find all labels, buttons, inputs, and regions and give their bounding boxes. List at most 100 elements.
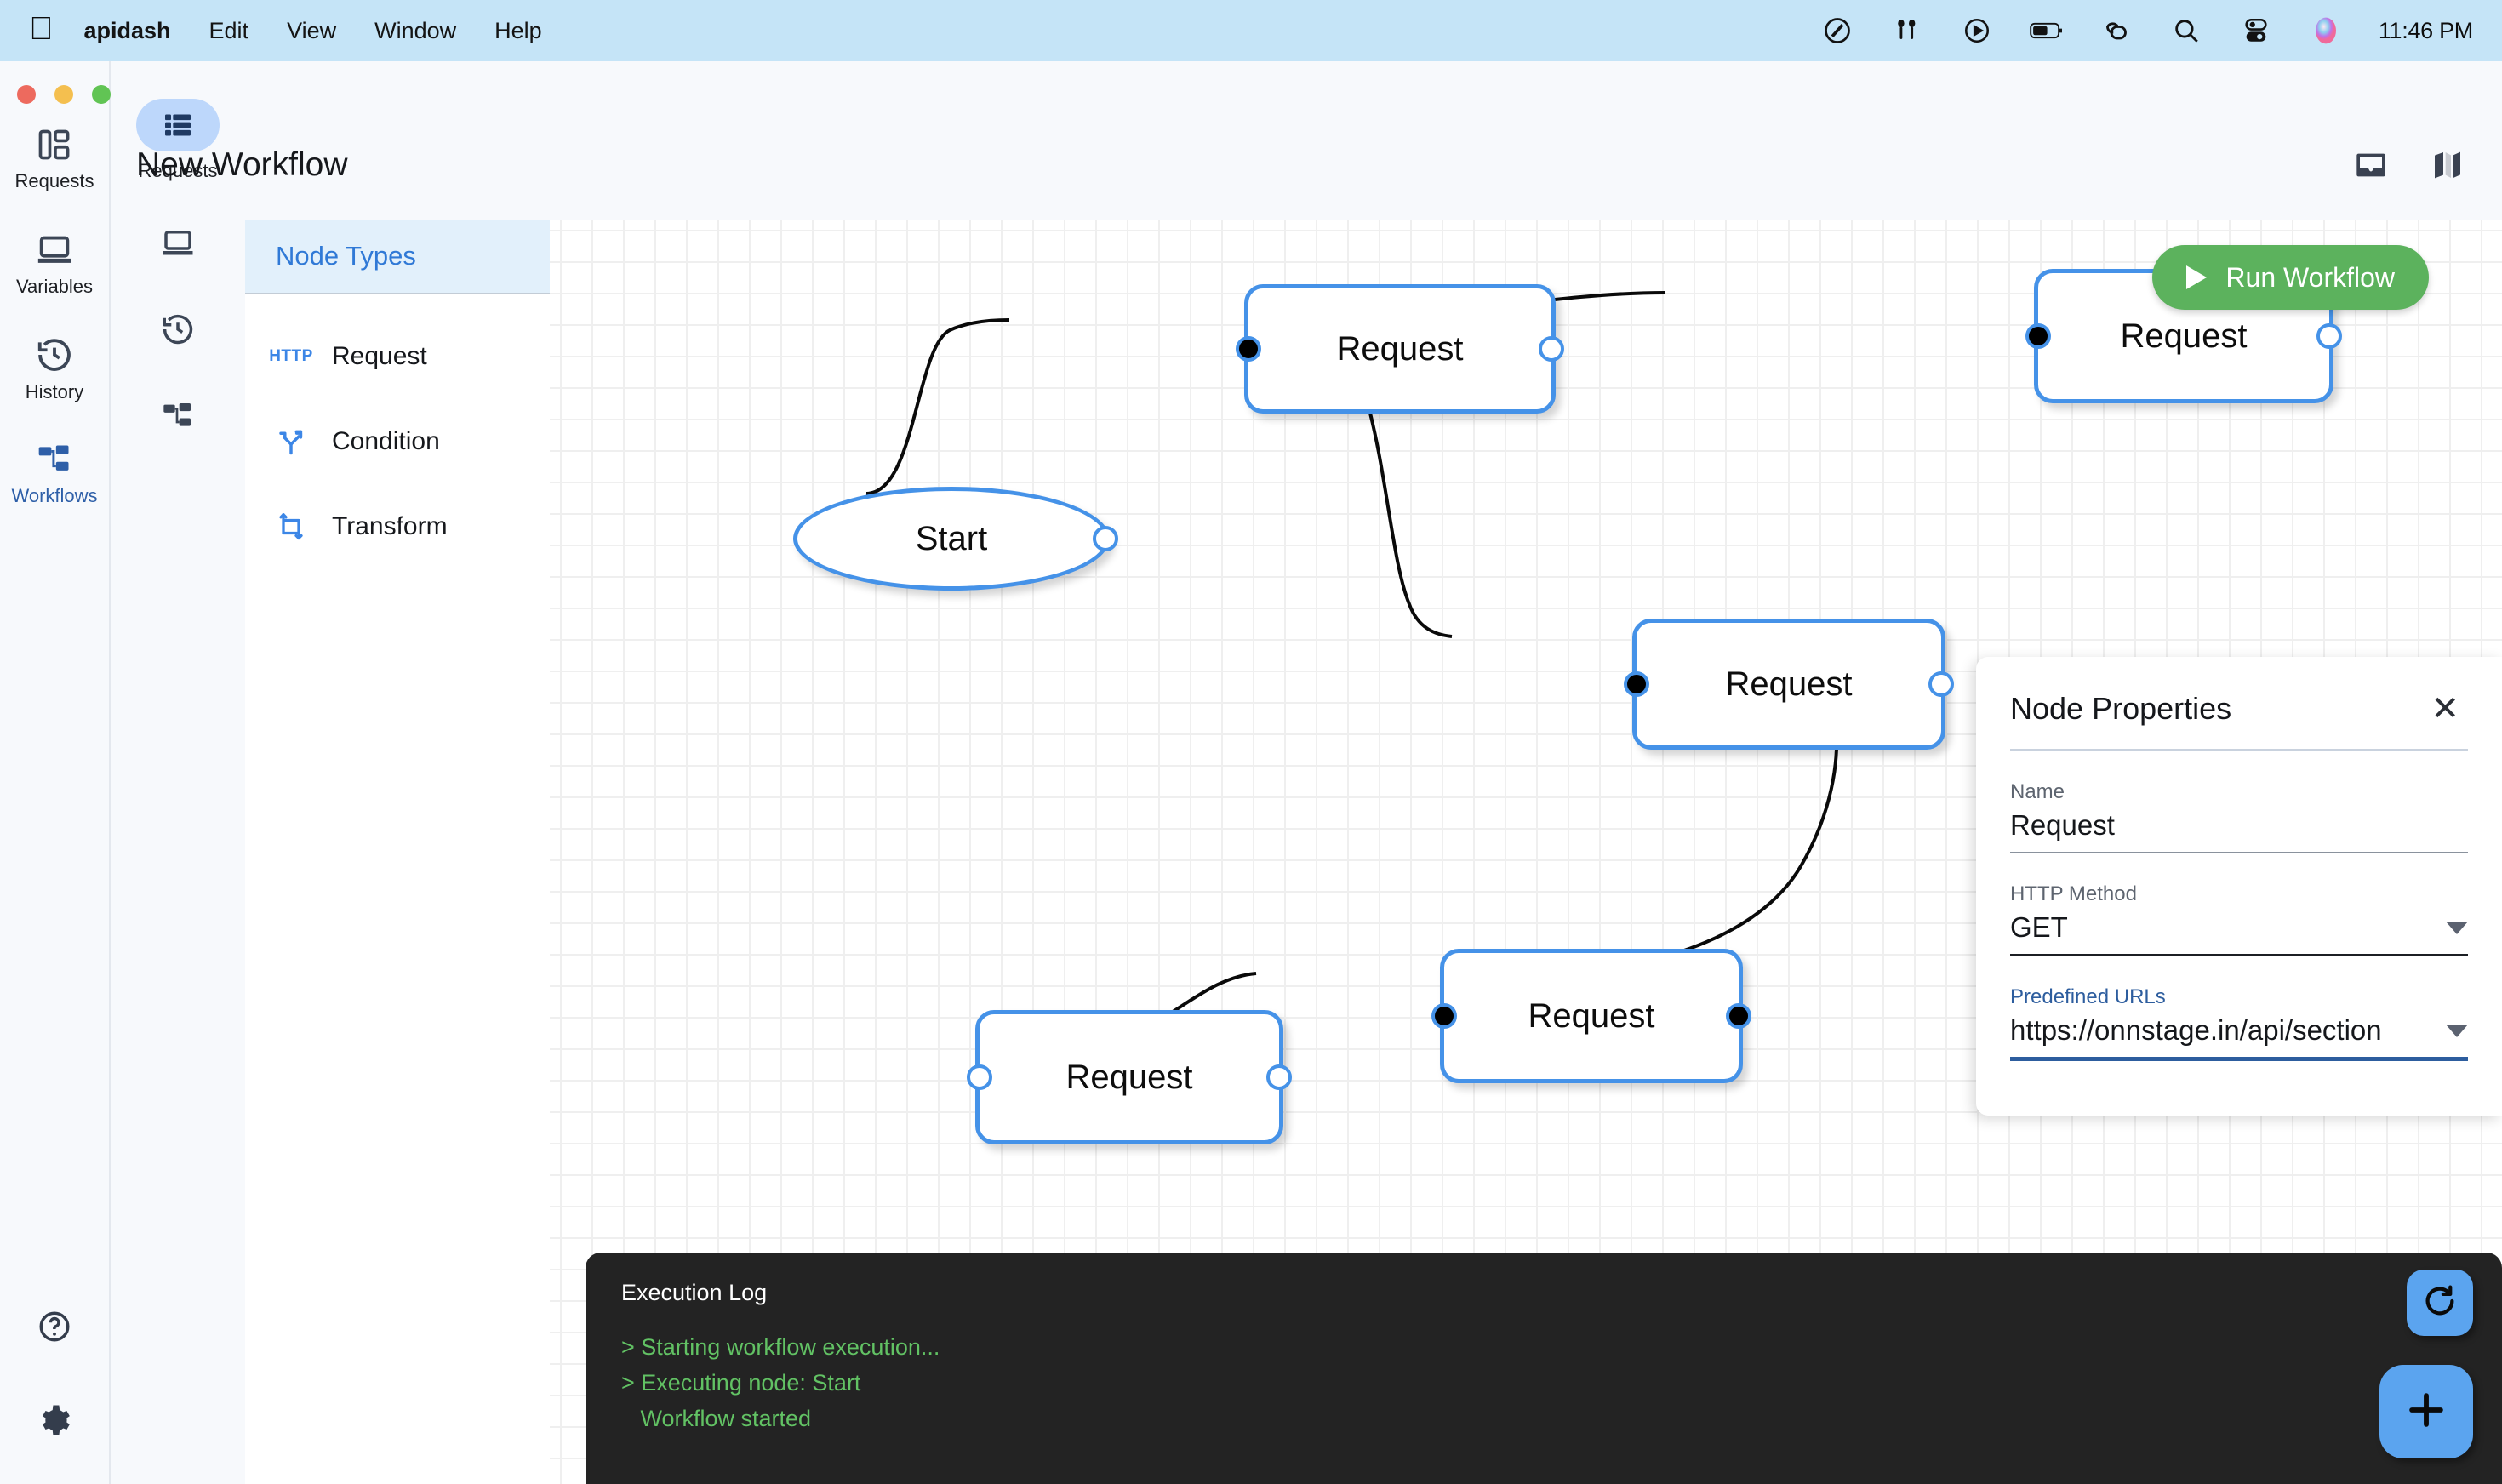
rail-item-label: Requests xyxy=(138,160,218,181)
rail-item-requests[interactable]: Requests xyxy=(136,99,220,182)
refresh-workflow-button[interactable] xyxy=(2407,1270,2473,1336)
palette-top-spacer xyxy=(245,61,550,220)
refresh-icon xyxy=(2422,1283,2458,1323)
play-circle-icon[interactable] xyxy=(1960,14,1994,48)
rail-item-history[interactable] xyxy=(136,303,220,356)
node-properties-header: Node Properties ✕ xyxy=(2010,691,2468,751)
close-icon[interactable]: ✕ xyxy=(2431,690,2459,728)
field-underline xyxy=(2010,1057,2468,1061)
palette-item-condition[interactable]: Condition xyxy=(245,414,550,470)
battery-icon[interactable] xyxy=(2030,14,2064,48)
window-traffic-lights xyxy=(17,85,111,104)
log-line: Workflow started xyxy=(621,1405,812,1431)
node-output-port[interactable] xyxy=(1266,1064,1292,1090)
workflow-node-request-5[interactable]: Request xyxy=(967,1010,1292,1144)
node-input-port[interactable] xyxy=(967,1064,992,1090)
palette-list: HTTP Request Condition xyxy=(245,294,550,1484)
palette-header: Node Types xyxy=(245,220,550,294)
map-overview-icon[interactable] xyxy=(2431,148,2465,182)
sidebar-item-label: Variables xyxy=(15,276,94,297)
node-types-palette: Node Types HTTP Request Condition xyxy=(245,61,550,1484)
palette-item-transform[interactable]: Transform xyxy=(245,499,550,555)
siri-icon[interactable] xyxy=(2309,14,2343,48)
palette-item-label: Transform xyxy=(332,512,448,540)
node-input-port[interactable] xyxy=(2025,323,2051,349)
branch-condition-icon xyxy=(272,426,310,457)
menu-item-window[interactable]: Window xyxy=(350,17,456,43)
palette-item-request[interactable]: HTTP Request xyxy=(245,328,550,385)
help-circle-icon[interactable] xyxy=(37,1309,72,1344)
workflow-node-request-4[interactable]: Request xyxy=(1431,949,1751,1083)
gear-icon[interactable] xyxy=(37,1402,72,1438)
dashboard-layout-icon xyxy=(36,126,73,163)
macos-menubar:  apidash Edit View Window Help xyxy=(0,0,2502,61)
workflow-node-request-1[interactable]: Request xyxy=(1236,284,1564,414)
chevron-down-icon[interactable] xyxy=(2446,921,2468,934)
sidebar-item-variables[interactable]: Variables xyxy=(0,230,110,298)
node-input-port[interactable] xyxy=(1624,671,1649,697)
node-label: Request xyxy=(2120,317,2248,355)
rail-item-variables[interactable] xyxy=(136,216,220,269)
workflow-nodes-icon xyxy=(136,390,220,442)
name-input[interactable]: Request xyxy=(2010,809,2115,841)
creative-cloud-icon[interactable] xyxy=(1820,14,1854,48)
control-center-icon[interactable] xyxy=(2239,14,2273,48)
add-node-button[interactable] xyxy=(2379,1365,2473,1458)
laptop-icon xyxy=(35,230,74,269)
log-line: > Executing node: Start xyxy=(621,1369,861,1396)
menubar-tray: 11:46 PM xyxy=(1820,14,2473,48)
node-output-port[interactable] xyxy=(2316,323,2342,349)
history-clock-icon xyxy=(35,335,74,374)
sidebar-item-history[interactable]: History xyxy=(0,335,110,403)
chevron-down-icon[interactable] xyxy=(2446,1024,2468,1037)
airpods-icon[interactable] xyxy=(1890,14,1924,48)
minimize-window-button[interactable] xyxy=(54,85,73,104)
predefined-url-value[interactable]: https://onnstage.in/api/section xyxy=(2010,1014,2382,1046)
apple-logo-icon[interactable]:  xyxy=(29,13,54,45)
field-label: Name xyxy=(2010,780,2065,803)
node-output-port[interactable] xyxy=(1093,526,1118,551)
field-name: Name Request xyxy=(2010,780,2468,853)
menu-item-apidash[interactable]: apidash xyxy=(60,17,171,43)
menu-item-help[interactable]: Help xyxy=(470,17,542,43)
play-triangle-icon xyxy=(2186,265,2208,289)
field-predefined-urls: Predefined URLs https://onnstage.in/api/… xyxy=(2010,985,2468,1061)
plus-icon xyxy=(2403,1387,2449,1437)
node-output-port[interactable] xyxy=(1539,336,1564,362)
http-icon: HTTP xyxy=(269,347,313,365)
node-input-port[interactable] xyxy=(1431,1003,1457,1029)
search-icon[interactable] xyxy=(2169,14,2203,48)
sidebar-item-requests[interactable]: Requests xyxy=(0,126,110,192)
field-label: HTTP Method xyxy=(2010,882,2137,905)
sidebar-bottom-actions xyxy=(37,1309,72,1484)
console-panel-icon[interactable] xyxy=(2354,148,2388,182)
node-output-port[interactable] xyxy=(1726,1003,1751,1029)
secondary-icon-rail: Requests xyxy=(111,61,245,1484)
workflow-node-start[interactable]: Start xyxy=(793,487,1118,591)
close-window-button[interactable] xyxy=(17,85,36,104)
zoom-window-button[interactable] xyxy=(92,85,111,104)
menu-item-view[interactable]: View xyxy=(262,17,336,43)
node-input-port[interactable] xyxy=(1236,336,1261,362)
workflow-node-request-3[interactable]: Request xyxy=(1624,619,1954,750)
rail-item-workflows[interactable] xyxy=(136,390,220,442)
panel-title: Node Properties xyxy=(2010,691,2232,726)
field-http-method: HTTP Method GET xyxy=(2010,882,2468,956)
execution-log-lines: > Starting workflow execution... > Execu… xyxy=(621,1330,2466,1437)
sidebar-item-workflows[interactable]: Workflows xyxy=(0,441,110,507)
node-label: Request xyxy=(1725,665,1853,703)
node-output-port[interactable] xyxy=(1928,671,1954,697)
run-workflow-label: Run Workflow xyxy=(2225,261,2395,293)
http-method-value[interactable]: GET xyxy=(2010,911,2068,943)
palette-title: Node Types xyxy=(276,241,416,271)
palette-item-label: Condition xyxy=(332,427,440,455)
field-underline xyxy=(2010,954,2468,956)
field-label: Predefined URLs xyxy=(2010,985,2166,1008)
run-workflow-button[interactable]: Run Workflow xyxy=(2152,245,2429,310)
menubar-clock: 11:46 PM xyxy=(2378,17,2473,43)
link-chain-icon[interactable] xyxy=(2099,14,2134,48)
execution-log-title: Execution Log xyxy=(621,1280,768,1305)
field-underline xyxy=(2010,852,2468,853)
sidebar-item-label: Requests xyxy=(14,170,94,191)
menu-item-edit[interactable]: Edit xyxy=(185,17,249,43)
